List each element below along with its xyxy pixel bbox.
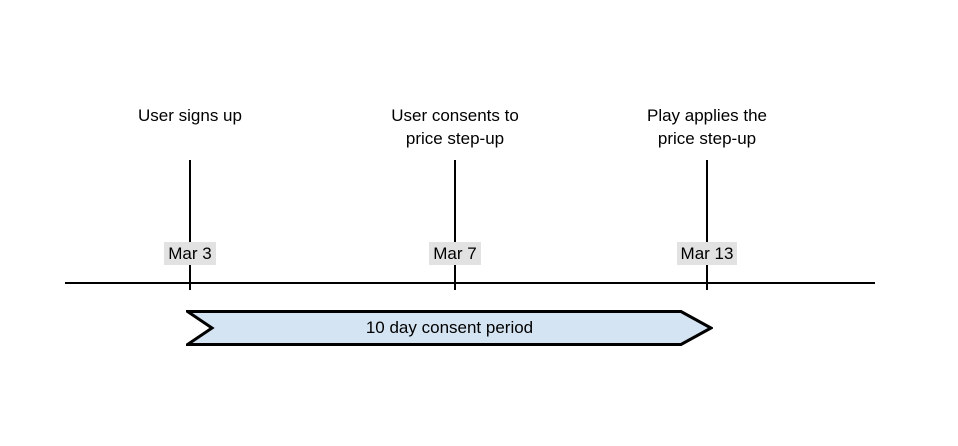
timeline-axis-line — [65, 282, 875, 284]
date-label-mar-3: Mar 3 — [110, 242, 270, 265]
event-label-play-applies-step-up: Play applies the price step-up — [646, 106, 768, 148]
banner-arrow-polygon — [186, 310, 713, 346]
event-label-user-signs-up: User signs up — [138, 106, 242, 125]
event-label-user-consents: User consents to price step-up — [391, 106, 519, 148]
date-label-mar-7: Mar 7 — [375, 242, 535, 265]
tick-line-user-signs-up — [189, 160, 191, 290]
date-label-mar-3-text: Mar 3 — [164, 242, 216, 265]
date-label-mar-13-text: Mar 13 — [676, 242, 738, 265]
tick-line-play-applies-step-up — [706, 160, 708, 290]
tick-line-user-consents — [454, 160, 456, 290]
date-label-mar-13: Mar 13 — [627, 242, 787, 265]
date-label-mar-7-text: Mar 7 — [429, 242, 481, 265]
consent-period-banner-shape — [186, 310, 713, 346]
consent-period-banner: 10 day consent period — [186, 310, 713, 346]
consent-period-banner-label: 10 day consent period — [365, 318, 534, 337]
